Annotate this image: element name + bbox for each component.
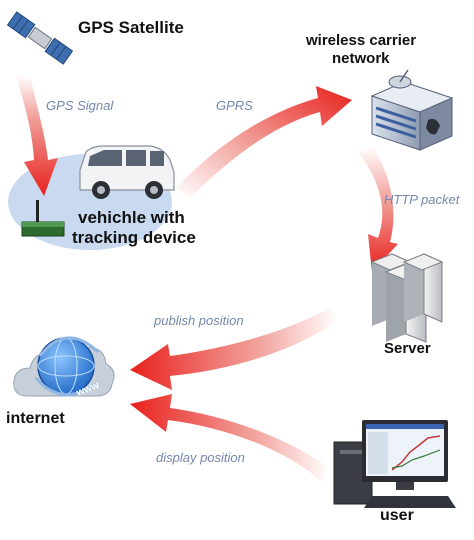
http-packet-label: HTTP packet [384,192,460,207]
display-position-arrow [130,394,330,482]
vehicle-label-line2: tracking device [72,228,196,247]
wireless-carrier-label-line1: wireless carrier [306,32,417,49]
gps-satellite-label: GPS Satellite [78,18,184,37]
computer-icon [333,420,456,508]
tracking-device-icon [21,200,65,237]
publish-position-arrow [130,308,338,390]
wireless-carrier-label-line2: network [332,50,390,67]
publish-position-label: publish position [154,313,244,328]
gprs-label: GPRS [216,98,253,113]
display-position-label: display position [156,450,245,465]
gps-signal-label: GPS Signal [46,98,114,113]
gprs-arrow [176,86,352,198]
satellite-icon [6,11,74,65]
globe-icon [34,336,100,397]
internet-label: internet [6,410,65,427]
server-label: Server [384,340,431,357]
tower-icon [370,69,454,151]
gps-signal-arrow [16,75,58,196]
server-icon [370,253,444,343]
http-packet-arrow [358,146,398,272]
van-icon [79,145,175,199]
user-label: user [380,507,414,524]
vehicle-label-line1: vehichle with [78,208,185,227]
